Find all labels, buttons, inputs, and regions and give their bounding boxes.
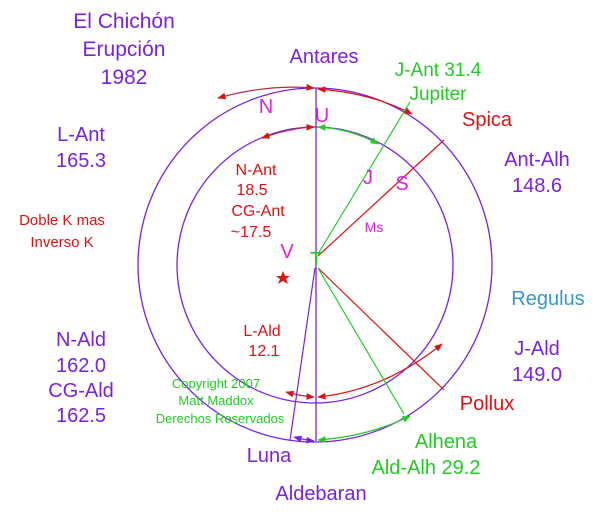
title-line-1: El Chichón	[73, 10, 175, 33]
star-alhena: Alhena	[415, 431, 478, 453]
l-ant-arc	[217, 83, 315, 100]
ald-alh-arc	[317, 415, 411, 443]
j-ant-label: J-Ant 31.4	[395, 60, 482, 81]
jupiter-line	[317, 101, 411, 255]
copyright-line-3: Derechos Reservados	[156, 411, 285, 426]
ant-alh-value: 148.6	[512, 175, 562, 197]
center-star-icon	[276, 271, 290, 284]
l-ant-name: L-Ant	[57, 124, 105, 146]
n-ant-arc	[261, 123, 315, 139]
star-jupiter: Jupiter	[409, 84, 467, 105]
star-spica: Spica	[462, 109, 513, 131]
star-aldebaran: Aldebaran	[275, 483, 366, 505]
j-ald-value: 149.0	[512, 364, 562, 386]
n-ald-value: 162.0	[56, 355, 106, 377]
ald-alh-label: Ald-Alh 29.2	[372, 457, 481, 479]
n-ant-name: N-Ant	[236, 162, 277, 179]
body-j: J	[363, 167, 373, 189]
j-ant-arc	[317, 124, 379, 145]
outer-circle	[137, 87, 493, 443]
spica-line	[317, 139, 445, 257]
body-v: V	[280, 241, 294, 263]
n-ald-name: N-Ald	[56, 329, 106, 351]
l-ald-arc	[285, 390, 315, 400]
l-ald-name: L-Ald	[243, 323, 280, 340]
inner-circle	[176, 126, 454, 404]
luna-line	[289, 267, 316, 441]
n-ant-value: 18.5	[236, 182, 267, 199]
body-t: T	[310, 249, 322, 271]
copyright-line-2: Matt Maddox	[178, 393, 254, 408]
l-ant-value: 165.3	[56, 150, 106, 172]
luna-ald-arc	[293, 435, 315, 444]
j-ald-name: J-Ald	[514, 338, 560, 360]
star-regulus: Regulus	[511, 288, 584, 310]
pollux-line	[317, 267, 445, 391]
body-ms: Ms	[365, 219, 384, 235]
cg-ant-name: CG-Ant	[231, 203, 285, 220]
l-ald-value: 12.1	[248, 343, 279, 360]
body-u: U	[315, 105, 329, 127]
doble-k-line-1: Doble K mas	[19, 212, 105, 229]
ant-alh-name: Ant-Alh	[504, 149, 570, 171]
spica-arc	[317, 86, 413, 115]
title-line-2: Erupción	[83, 38, 166, 61]
j-ald-arc	[317, 343, 443, 400]
body-n: N	[259, 96, 273, 118]
alhena-line	[317, 267, 405, 415]
star-pollux: Pollux	[460, 393, 514, 415]
star-antares: Antares	[290, 46, 359, 68]
cg-ant-value: ~17.5	[231, 224, 272, 241]
title-line-3: 1982	[101, 66, 148, 89]
body-s: S	[395, 173, 408, 195]
copyright-line-1: Copyright 2007	[172, 376, 260, 391]
cg-ald-value: 162.5	[56, 405, 106, 427]
cg-ald-name: CG-Ald	[48, 380, 114, 402]
star-luna: Luna	[247, 445, 292, 467]
doble-k-line-2: Inverso K	[30, 234, 93, 251]
